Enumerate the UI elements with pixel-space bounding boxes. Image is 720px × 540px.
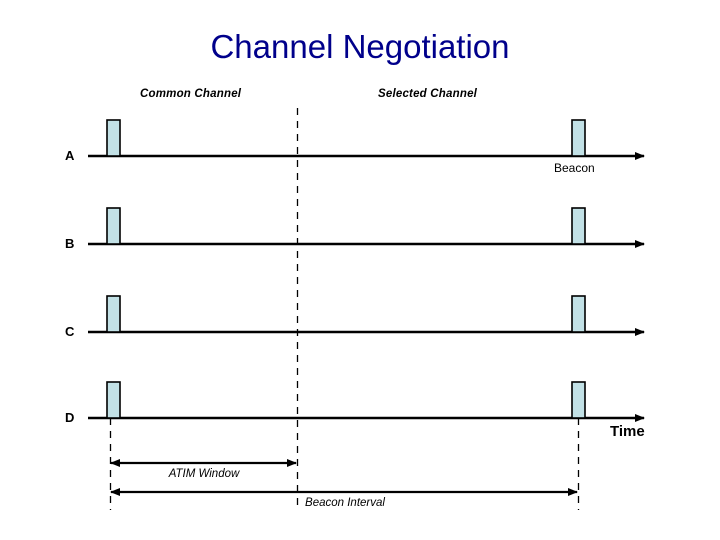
beacon-block-D-right	[571, 381, 586, 419]
annotation-beacon: Beacon	[554, 161, 595, 175]
annotation-time-axis: Time	[610, 423, 645, 440]
row-label-A: A	[65, 148, 75, 163]
page-title: Channel Negotiation	[210, 28, 510, 65]
timeline-row-B	[88, 207, 645, 248]
beacon-block-B-right	[571, 207, 586, 245]
beacon-block-C-left	[106, 295, 121, 333]
beacon-block-C-right	[571, 295, 586, 333]
label-common-channel: Common Channel	[140, 88, 242, 100]
beacon-block-B-left	[106, 207, 121, 245]
beacon-block-A-left	[106, 119, 121, 157]
timeline-row-D	[88, 381, 645, 422]
row-label-C: C	[65, 324, 75, 339]
measure-label-beacon-interval: Beacon Interval	[305, 497, 385, 509]
timeline-row-C	[88, 295, 645, 336]
measure-label-atim-window: ATIM Window	[168, 468, 240, 480]
label-selected-channel: Selected Channel	[378, 88, 478, 100]
beacon-block-A-right	[571, 119, 586, 157]
timeline-row-A	[88, 119, 645, 160]
row-label-B: B	[65, 236, 75, 251]
beacon-block-D-left	[106, 381, 121, 419]
row-label-D: D	[65, 410, 75, 425]
